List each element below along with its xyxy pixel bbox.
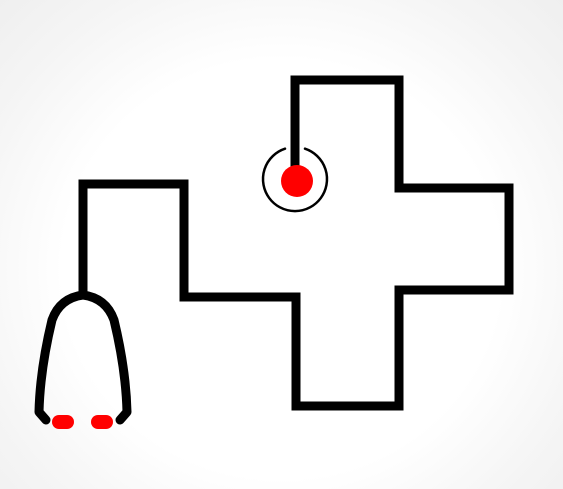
stethoscope-binaural (34, 290, 132, 425)
chestpiece-icon (281, 165, 313, 197)
ear-tip-left-icon (52, 415, 74, 429)
ear-tip-right-icon (91, 415, 113, 429)
medical-cross-outline (78, 75, 514, 411)
chestpiece-ring (261, 147, 329, 213)
